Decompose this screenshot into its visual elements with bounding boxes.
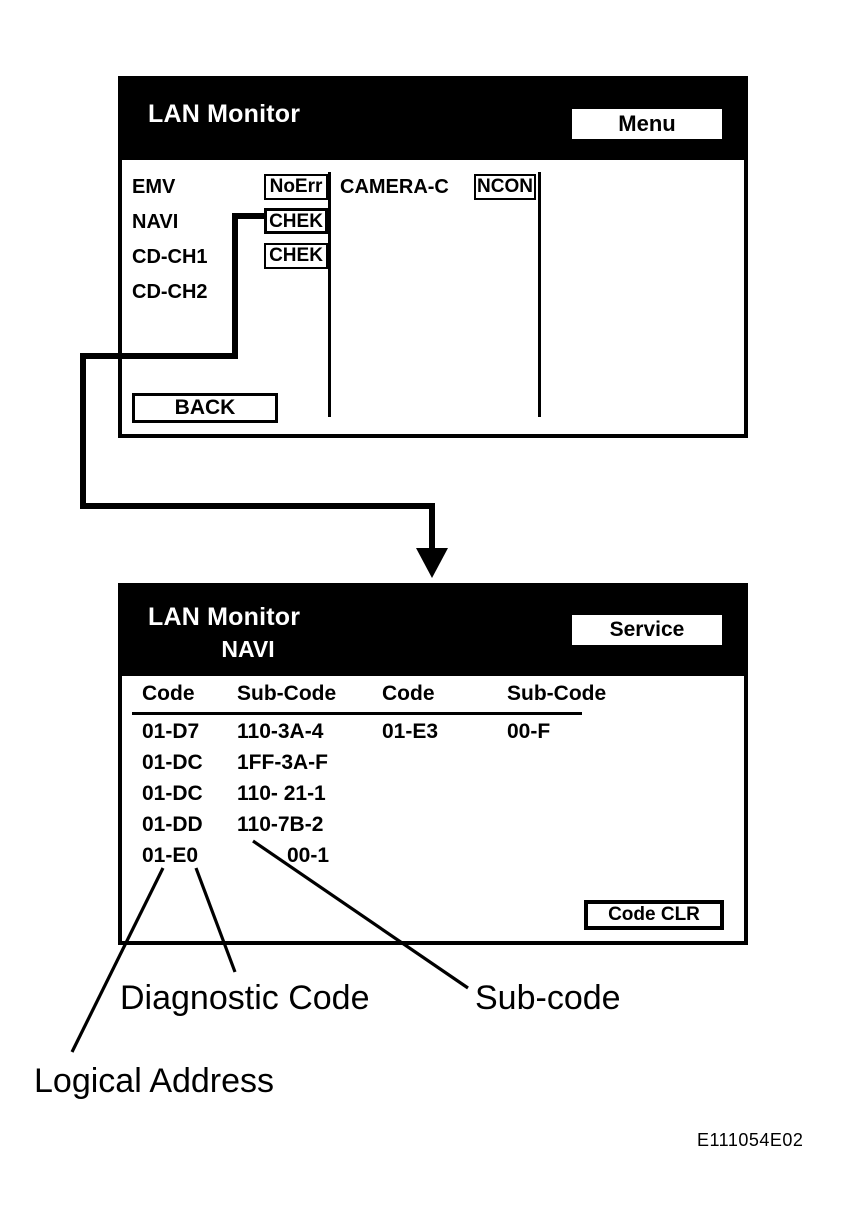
cell-sub-code-1: 110- 21-1 — [237, 782, 326, 805]
column-divider-1 — [328, 172, 331, 417]
connector-segment-2 — [232, 213, 238, 359]
table-row: 01-D7 110-3A-4 01-E3 00-F — [132, 720, 732, 750]
column-header-code-1: Code — [142, 682, 195, 705]
column-header-sub-code-1: Sub-Code — [237, 682, 337, 705]
table-header-rule — [132, 712, 582, 715]
connector-arrowhead — [416, 548, 448, 578]
callout-sub-code: Sub-code — [475, 979, 621, 1017]
connector-segment-5 — [80, 503, 435, 509]
callout-logical-address: Logical Address — [34, 1062, 275, 1100]
connector-segment-1 — [232, 213, 264, 219]
cell-sub-code-1: 110-3A-4 — [237, 720, 324, 743]
cell-code-2: 01-E3 — [382, 720, 439, 743]
column-header-sub-code-2: Sub-Code — [507, 682, 607, 705]
cell-sub-code-2: 00-F — [507, 720, 551, 743]
device-label-navi: NAVI — [132, 211, 179, 233]
status-box-camera-c[interactable]: NCON — [474, 174, 536, 200]
menu-button[interactable]: Menu — [572, 109, 722, 139]
cell-sub-code-1: 110-7B-2 — [237, 813, 324, 836]
device-label-emv: EMV — [132, 176, 176, 198]
table-row: 01-E0 00-1 — [132, 844, 732, 874]
diagnostic-code-table: Code Sub-Code Code Sub-Code — [132, 682, 732, 712]
back-button[interactable]: BACK — [132, 393, 278, 423]
status-box-emv[interactable]: NoErr — [264, 174, 328, 200]
connector-segment-4 — [80, 353, 86, 509]
cell-sub-code-1: 00-1 — [287, 844, 330, 867]
figure-reference: E111054E02 — [697, 1130, 804, 1150]
lan-monitor-screen-overview: LAN Monitor Menu EMV NAVI CD-CH1 CD-CH2 … — [118, 76, 748, 438]
status-box-navi[interactable]: CHEK — [264, 208, 328, 234]
device-label-camera-c: CAMERA-C — [340, 176, 449, 198]
cell-sub-code-1: 1FF-3A-F — [237, 751, 328, 774]
cell-code-1: 01-DC — [142, 782, 203, 805]
service-button[interactable]: Service — [572, 615, 722, 645]
callout-diagnostic-code: Diagnostic Code — [120, 979, 370, 1017]
lan-monitor-screen-navi-codes: LAN Monitor NAVI Service Code Sub-Code C… — [118, 583, 748, 945]
screen2-title: LAN Monitor — [148, 603, 301, 631]
device-label-cd-ch1: CD-CH1 — [132, 246, 208, 268]
table-row: 01-DD 110-7B-2 — [132, 813, 732, 843]
code-clr-button[interactable]: Code CLR — [584, 900, 724, 930]
connector-segment-6 — [429, 503, 435, 550]
cell-code-1: 01-DD — [142, 813, 203, 836]
cell-code-1: 01-E0 — [142, 844, 199, 867]
table-row: 01-DC 110- 21-1 — [132, 782, 732, 812]
device-label-cd-ch2: CD-CH2 — [132, 281, 208, 303]
table-row: 01-DC 1FF-3A-F — [132, 751, 732, 781]
screen1-title: LAN Monitor — [148, 100, 301, 128]
screen2-subtitle: NAVI — [221, 636, 275, 662]
column-divider-2 — [538, 172, 541, 417]
column-header-code-2: Code — [382, 682, 435, 705]
status-box-cd-ch1[interactable]: CHEK — [264, 243, 328, 269]
cell-code-1: 01-DC — [142, 751, 203, 774]
connector-segment-3 — [80, 353, 238, 359]
table-header-row: Code Sub-Code Code Sub-Code — [132, 682, 732, 712]
cell-code-1: 01-D7 — [142, 720, 200, 743]
